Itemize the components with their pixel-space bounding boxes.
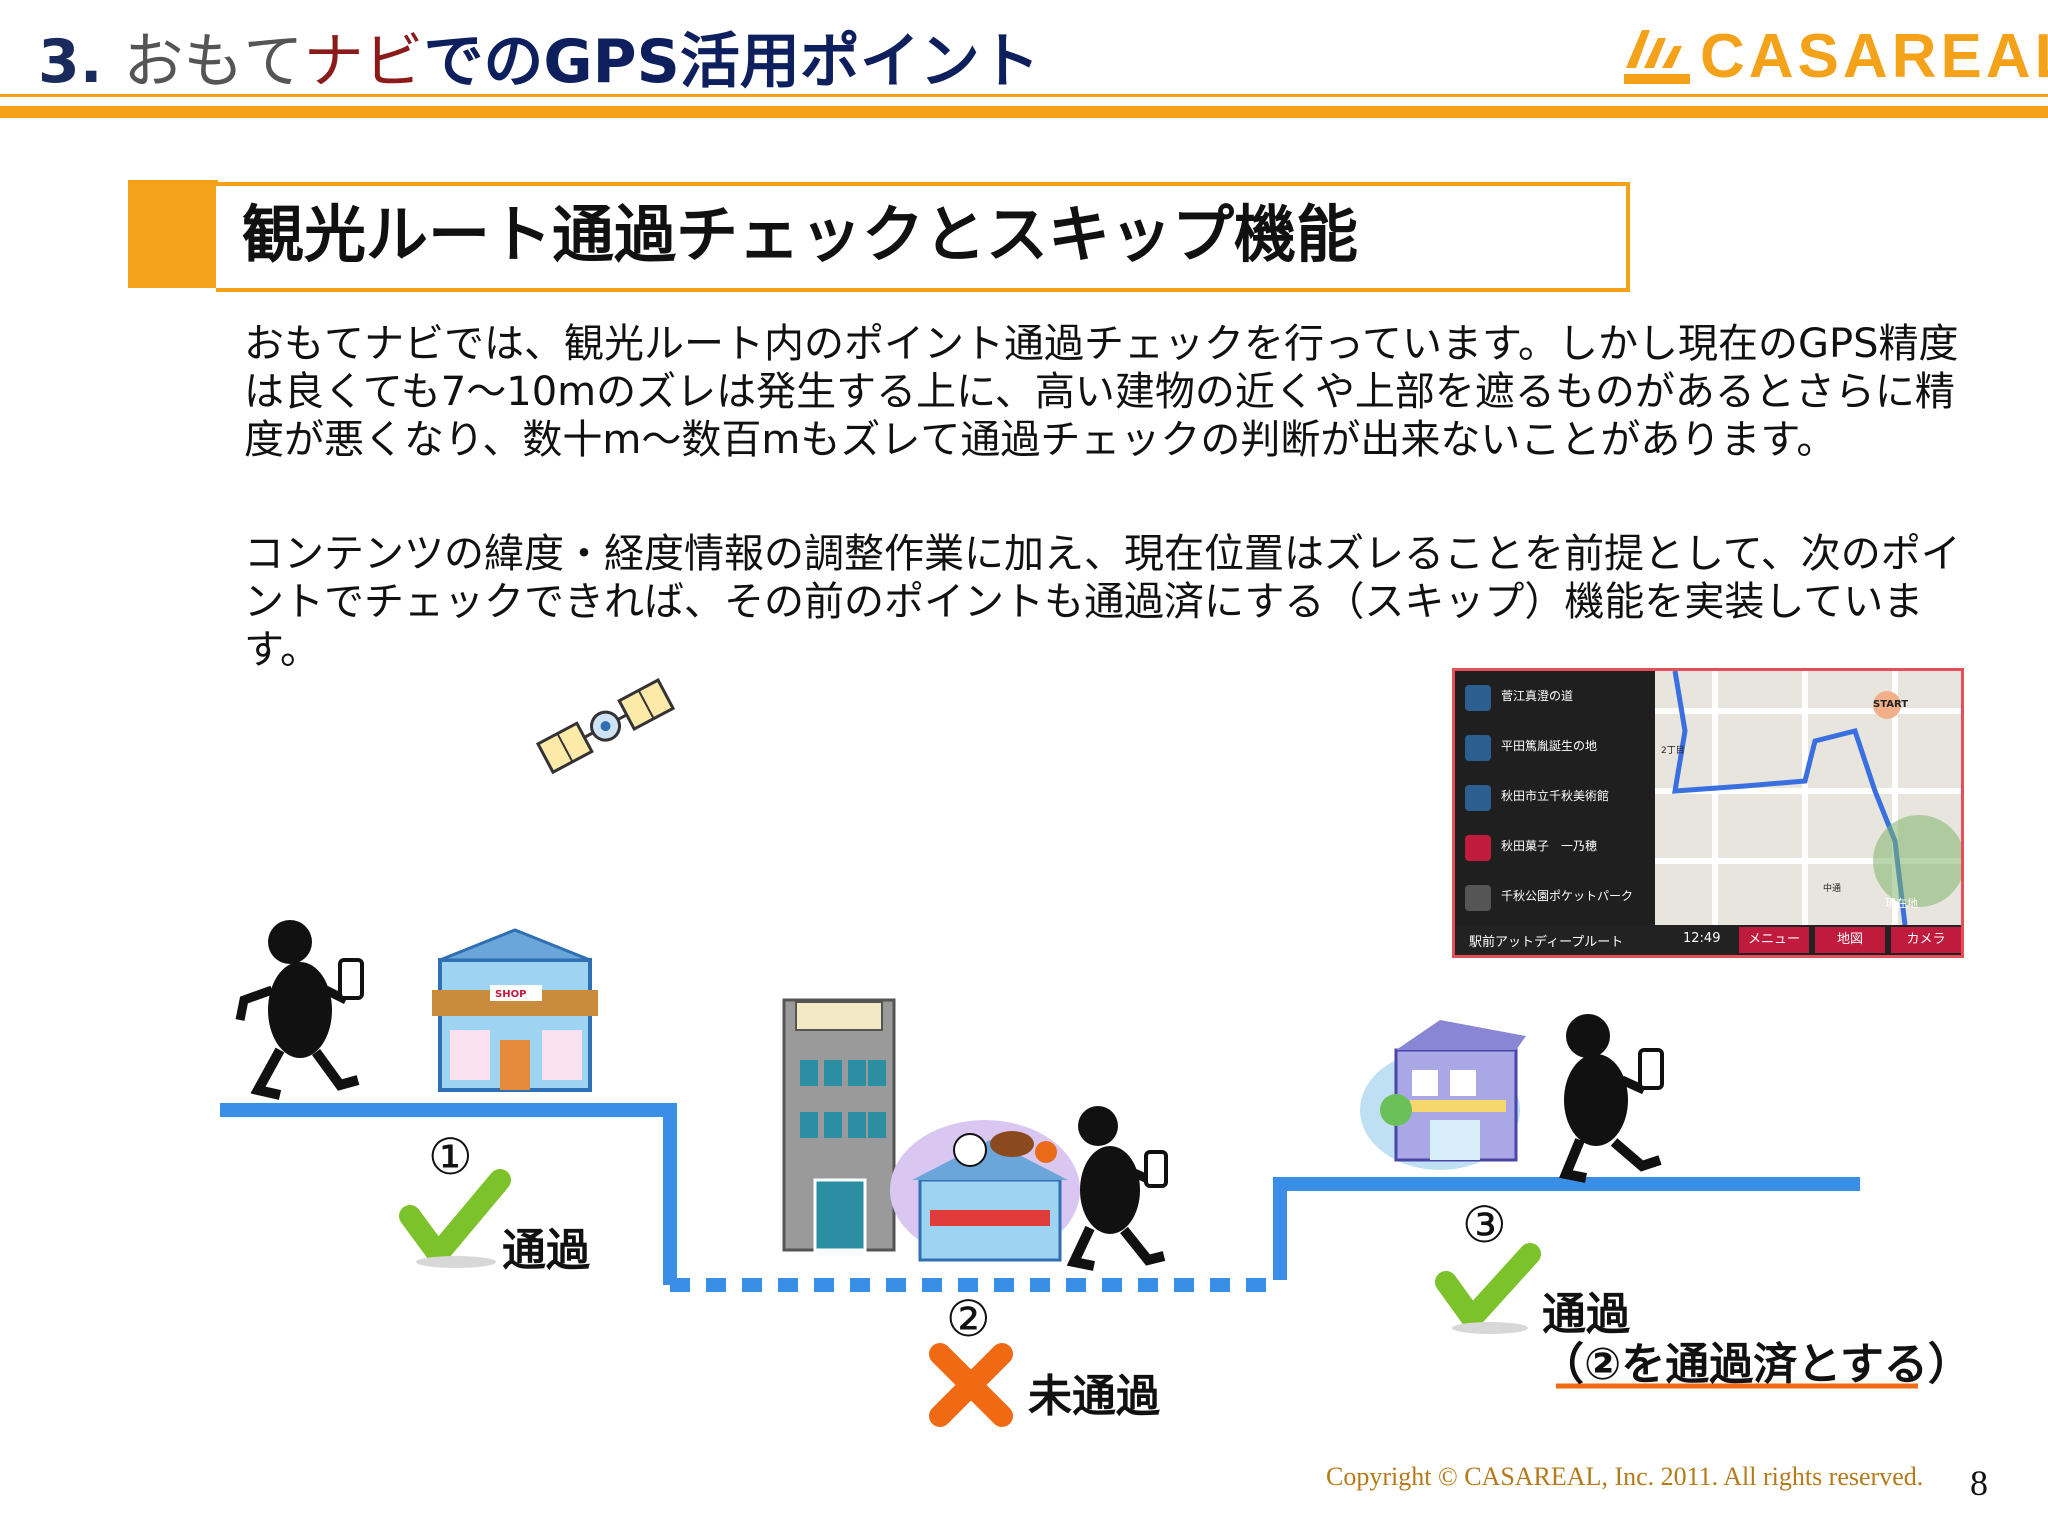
step-2-status: 未通過 <box>1028 1371 1160 1422</box>
section-number: 3. <box>38 27 103 97</box>
map-button[interactable]: 地図 <box>1815 927 1885 953</box>
sports-shop-icon <box>890 1120 1080 1262</box>
header-rule-thick <box>0 106 2048 118</box>
smile-icon <box>1465 785 1491 811</box>
cross-icon <box>929 1343 1013 1427</box>
map-graphic <box>1655 671 1961 926</box>
title-part-omote: おもて <box>123 27 304 97</box>
step-3-note: （②を通過済とする） <box>1540 1339 1972 1390</box>
list-item: 菅江真澄の道 <box>1455 675 1655 723</box>
map-current-location-label: 現在地 <box>1885 897 1918 910</box>
walking-person-2 <box>1066 1106 1168 1271</box>
walking-person-3 <box>1559 1014 1664 1183</box>
body-paragraph-2: コンテンツの緯度・経度情報の調整作業に加え、現在位置はズレることを前提として、次… <box>244 531 1961 673</box>
section-heading-box <box>216 182 1630 292</box>
section-accent-bar <box>128 180 218 288</box>
section-heading: 観光ルート通過チェックとスキップ機能 <box>242 198 1359 271</box>
slide-title: 3. おもてナビでのGPS活用ポイント <box>38 22 1040 102</box>
park-icon <box>1465 885 1491 911</box>
title-part-gps: でのGPS活用ポイント <box>423 27 1040 97</box>
step-3-status: 通過 <box>1542 1289 1630 1340</box>
walking-person-1 <box>235 920 364 1100</box>
page-number: 8 <box>1970 1463 1988 1503</box>
step-3-marker: ③ <box>1462 1196 1507 1254</box>
route-name: 駅前アットディープルート <box>1469 935 1624 950</box>
company-logo-text: CASAREAL <box>1700 22 2048 91</box>
music-shop-icon <box>1360 1020 1526 1170</box>
map-street-label: 中通 <box>1823 884 1842 894</box>
copyright-notice: Copyright © CASAREAL, Inc. 2011. All rig… <box>1326 1462 1924 1491</box>
list-item: 平田篤胤誕生の地 <box>1455 725 1655 773</box>
map-start-label: START <box>1873 699 1909 710</box>
header-rule-thin <box>0 94 2048 97</box>
check-icon <box>399 1169 511 1268</box>
smile-icon <box>1465 735 1491 761</box>
casareal-logo-icon <box>1624 30 1690 84</box>
menu-button[interactable]: メニュー <box>1739 927 1809 953</box>
map-block-label: 2丁目 <box>1661 746 1685 756</box>
check-icon <box>1435 1243 1541 1334</box>
step-1-marker: ① <box>428 1128 473 1186</box>
app-bottom-bar: 駅前アットディープルート 12:49 メニュー 地図 カメラ <box>1455 925 1961 955</box>
shop-building-icon <box>432 928 598 1092</box>
app-screenshot: 菅江真澄の道 平田篤胤誕生の地 秋田市立千秋美術館 秋田菓子 一乃穂 千秋公園ポ… <box>1452 668 1964 958</box>
shop-icon <box>1465 835 1491 861</box>
title-part-navi: ナビ <box>303 27 424 97</box>
list-item: 秋田市立千秋美術館 <box>1455 775 1655 823</box>
body-paragraph-1: おもてナビでは、観光ルート内のポイント通過チェックを行っています。しかし現在のG… <box>244 321 1959 463</box>
route-segment-1 <box>220 1103 677 1285</box>
smile-icon <box>1465 685 1491 711</box>
office-building-icon <box>782 998 896 1252</box>
list-item: 千秋公園ポケットパーク <box>1455 875 1655 923</box>
route-segment-3 <box>1273 1177 1860 1280</box>
svg-text:SHOP: SHOP <box>495 989 526 1000</box>
step-2-marker: ② <box>946 1290 991 1348</box>
clock: 12:49 <box>1683 931 1721 946</box>
route-point-list: 菅江真澄の道 平田篤胤誕生の地 秋田市立千秋美術館 秋田菓子 一乃穂 千秋公園ポ… <box>1455 671 1655 925</box>
camera-button[interactable]: カメラ <box>1891 927 1961 953</box>
step-1-status: 通過 <box>502 1225 590 1276</box>
satellite-icon <box>536 678 676 775</box>
list-item: 秋田菓子 一乃穂 <box>1455 825 1655 873</box>
route-map: START 現在地 2丁目 中通 <box>1655 671 1961 926</box>
